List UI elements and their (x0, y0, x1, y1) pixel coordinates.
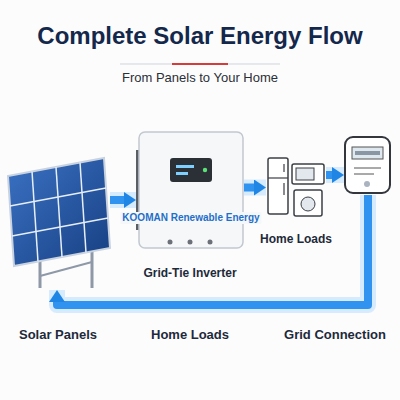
cell-line (56, 167, 62, 257)
inverter: Grid-Tie Inverter (136, 130, 244, 250)
meter-digits (355, 151, 380, 155)
cell-line (32, 172, 38, 262)
status-led (203, 168, 207, 172)
node-label: Solar Panels (19, 327, 97, 343)
title: Complete Solar Energy Flow (37, 22, 362, 51)
microwave (292, 164, 324, 184)
subtitle: From Panels to Your Home (120, 70, 280, 86)
flow-arrow (244, 184, 254, 192)
inverter-display (170, 158, 212, 182)
display-bar (176, 165, 194, 168)
flow-glow (244, 180, 266, 196)
appliance-art (268, 158, 324, 216)
flow-glow (110, 192, 136, 208)
title-accent (172, 63, 228, 65)
terminal (188, 240, 193, 245)
flow-arrow (110, 196, 124, 204)
solar-panel-art (8, 158, 110, 288)
title-rule (120, 64, 280, 65)
solar-panel (8, 158, 110, 266)
energy-flow (326, 175, 344, 176)
washer (294, 190, 322, 216)
terminal (168, 240, 173, 245)
meter-housing (345, 137, 390, 193)
energy-flow (110, 200, 136, 201)
fridge-handle (283, 164, 284, 172)
cell-line (10, 188, 106, 206)
energy-flow (57, 195, 368, 305)
section-label: Home Loads (149, 327, 231, 343)
panel-leg (39, 258, 42, 288)
fridge (268, 158, 288, 214)
meter-art (345, 137, 390, 193)
inverter-housing (139, 132, 243, 248)
flow-arrow (326, 171, 332, 179)
meter-display (352, 147, 383, 159)
fridge-door (268, 177, 288, 178)
fridge-handle (283, 183, 284, 195)
washer-drum (301, 197, 315, 211)
home-loads: Home Loads (266, 155, 326, 220)
panel-brace (40, 262, 92, 276)
flow-glow (57, 195, 368, 305)
terminal (208, 240, 213, 245)
meter-line (354, 168, 381, 169)
node-label: Grid-Tie Inverter (143, 266, 236, 280)
solar-panels: Solar Panels (4, 150, 110, 290)
flow-glow (326, 167, 344, 183)
node-label: Home Loads (260, 232, 332, 246)
grid-meter: Grid Connection (344, 135, 392, 195)
panel-leg (91, 248, 94, 288)
watermark: KOOMAN Renewable Energy (120, 212, 261, 224)
display-bar (176, 172, 188, 175)
energy-flow (244, 187, 266, 188)
meter-dial (364, 181, 370, 187)
meter-line (354, 174, 374, 175)
microwave-window (296, 168, 314, 180)
node-label: Grid Connection (284, 327, 386, 343)
inverter-art (136, 132, 243, 248)
cell-line (12, 218, 108, 236)
flow-arrow (57, 195, 368, 305)
cell-line (80, 163, 86, 253)
